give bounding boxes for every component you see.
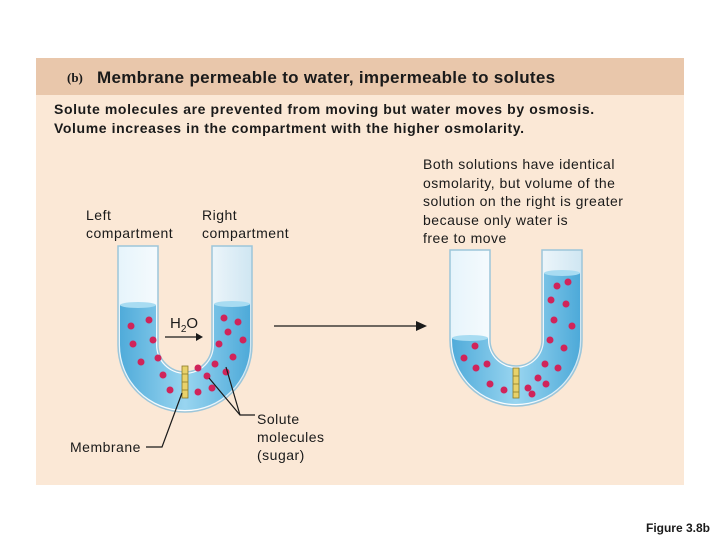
- solute-dot: [234, 318, 242, 326]
- left-tube-water: [120, 304, 250, 410]
- transition-arrowhead: [416, 321, 427, 331]
- left-compartment-label: Left compartment: [86, 206, 173, 242]
- right-tube-right-arm-surface: [544, 270, 580, 276]
- solute-dot: [547, 296, 555, 304]
- right-membrane: [512, 367, 520, 399]
- solute-dot: [528, 390, 536, 398]
- right-compartment-label-line-2: compartment: [202, 225, 290, 241]
- header-bar: [36, 58, 684, 95]
- membrane-label: Membrane: [70, 439, 141, 455]
- membrane-leader-line: [146, 392, 183, 448]
- subtitle: Solute molecules are prevented from movi…: [54, 100, 595, 138]
- solute-label: Solute molecules (sugar): [257, 410, 325, 464]
- subtitle-line-2: Volume increases in the compartment with…: [54, 120, 525, 136]
- solute-dot: [553, 282, 561, 290]
- solute-dot: [239, 336, 247, 344]
- subtitle-line-1: Solute molecules are prevented from movi…: [54, 101, 595, 117]
- solute-dot: [472, 364, 480, 372]
- solute-dot: [129, 340, 137, 348]
- solute-dot: [149, 336, 157, 344]
- solute-dot: [483, 360, 491, 368]
- solute-dot: [568, 322, 576, 330]
- left-compartment-label-line-2: compartment: [86, 225, 174, 241]
- solute-dot: [220, 314, 228, 322]
- solute-dot: [215, 340, 223, 348]
- solute-dot: [562, 300, 570, 308]
- result-note: Both solutions have identical osmolarity…: [423, 155, 623, 248]
- solute-dot: [564, 278, 572, 286]
- solute-dot: [471, 342, 479, 350]
- solute-label-line-3: (sugar): [257, 447, 305, 463]
- result-note-line-2: osmolarity, but volume of the: [423, 174, 616, 191]
- left-arm-water-surface: [120, 302, 156, 308]
- right-tube-water: [452, 273, 580, 404]
- figure-caption: Figure 3.8b: [645, 521, 710, 535]
- h2o-tail: O: [186, 315, 199, 332]
- h2o-sub: 2: [180, 324, 187, 335]
- solute-dot: [224, 328, 232, 336]
- left-tube-solutes: [127, 314, 247, 396]
- solute-dot: [154, 354, 162, 362]
- solute-dot: [166, 386, 174, 394]
- solute-dot: [159, 371, 167, 379]
- panel-label: (b): [67, 70, 83, 85]
- solute-dot: [127, 322, 135, 330]
- result-note-line-3: solution on the right is greater: [423, 193, 624, 209]
- solute-dot: [550, 316, 558, 324]
- solute-dot: [211, 360, 219, 368]
- solute-dot: [194, 388, 202, 396]
- solute-dot: [534, 374, 542, 382]
- solute-label-line-1: Solute: [257, 411, 300, 427]
- right-compartment-label: Right compartment: [202, 206, 289, 242]
- solute-dot: [560, 344, 568, 352]
- right-arm-water-surface: [214, 301, 250, 307]
- solute-label-line-2: molecules: [257, 429, 325, 445]
- solute-leader-line-2: [225, 366, 241, 416]
- right-tube-left-arm-surface: [452, 335, 488, 341]
- left-u-tube: [117, 245, 253, 413]
- solute-dot: [208, 384, 216, 392]
- h2o-main: H: [170, 315, 181, 332]
- solute-dot: [486, 380, 494, 388]
- solute-dot: [194, 364, 202, 372]
- solute-dot: [500, 386, 508, 394]
- solute-dot: [546, 336, 554, 344]
- solute-dot: [554, 364, 562, 372]
- solute-dot: [137, 358, 145, 366]
- right-u-tube: [449, 249, 583, 407]
- left-compartment-label-line-1: Left: [86, 207, 112, 223]
- solute-dot: [541, 360, 549, 368]
- h2o-label: H2O: [170, 315, 198, 335]
- result-note-line-1: Both solutions have identical: [423, 156, 615, 172]
- solute-dot: [460, 354, 468, 362]
- result-note-line-4: because only water is: [423, 211, 569, 228]
- h2o-arrowhead: [196, 333, 203, 341]
- right-tube-solutes: [460, 278, 576, 398]
- solute-dot: [203, 372, 211, 380]
- solute-dot: [145, 316, 153, 324]
- right-compartment-label-line-1: Right: [202, 207, 238, 223]
- result-note-line-5: free to move: [423, 230, 507, 246]
- solute-dot: [229, 353, 237, 361]
- solute-dot: [524, 384, 532, 392]
- panel-title: Membrane permeable to water, impermeable…: [97, 68, 556, 87]
- solute-dot: [542, 380, 550, 388]
